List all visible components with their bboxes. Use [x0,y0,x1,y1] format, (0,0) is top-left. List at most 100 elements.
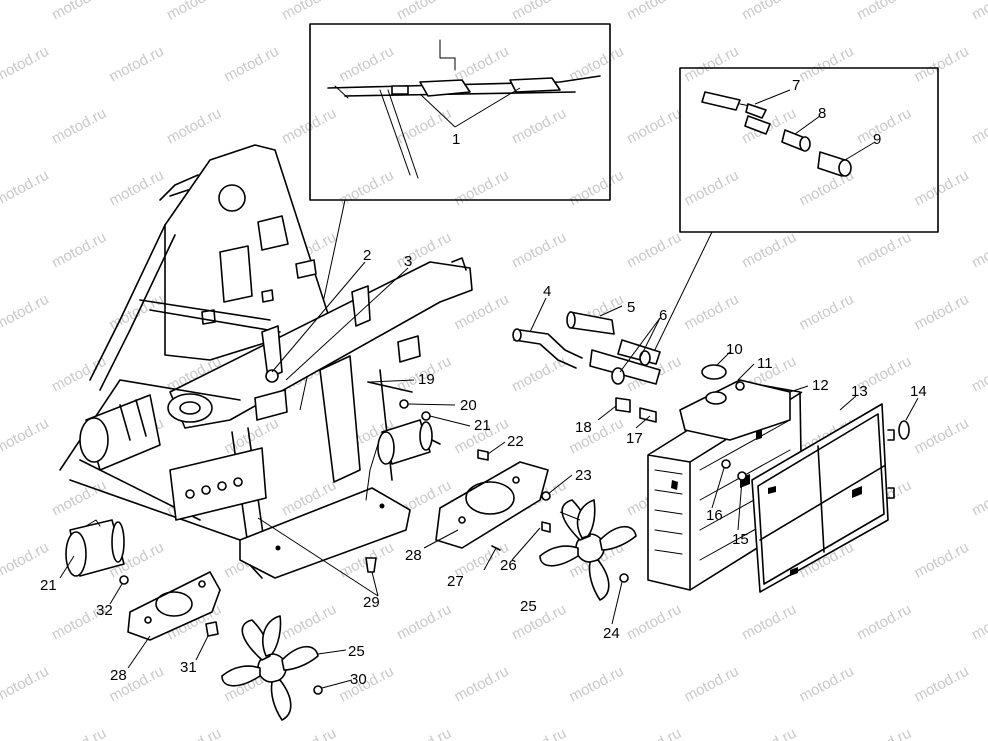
watermark-text: motod.ru [394,0,454,24]
fan-motor-upper [365,419,441,501]
watermark-text: motod.ru [49,105,109,148]
watermark-text: motod.ru [279,725,339,741]
watermark-text: motod.ru [739,725,799,741]
callout-17: 17 [626,430,643,447]
callout-25-right: 25 [520,598,537,615]
watermark-text: motod.ru [911,291,971,334]
callout-27: 27 [447,573,464,590]
callout-29: 29 [363,594,380,611]
watermark-text: motod.ru [796,291,856,334]
watermark-text: motod.ru [509,229,569,272]
callout-2: 2 [363,247,371,264]
watermark-text: motod.ru [336,167,396,210]
watermark-text: motod.ru [911,663,971,706]
watermark-text: motod.ru [911,539,971,582]
watermark-text: motod.ru [164,725,224,741]
watermark-text: motod.ru [106,291,166,334]
watermark-text: motod.ru [106,43,166,86]
watermark-text: motod.ru [394,601,454,644]
watermark-text: motod.ru [509,725,569,741]
watermark-text: motod.ru [624,601,684,644]
watermark-text: motod.ru [969,477,988,520]
callout-28-lower: 28 [110,667,127,684]
watermark-text: motod.ru [969,0,988,24]
watermark-text: motod.ru [911,43,971,86]
watermark-text: motod.ru [681,663,741,706]
watermark-text: motod.ru [566,663,626,706]
coolant-hoses [512,311,661,423]
fan-motor-lower [65,519,125,577]
watermark-text: motod.ru [394,105,454,148]
callout-19: 19 [418,371,435,388]
watermark-text: motod.ru [969,725,988,741]
watermark-text: motod.ru [969,105,988,148]
callout-5: 5 [627,299,635,316]
callout-20: 20 [460,397,477,414]
callout-11: 11 [757,355,773,372]
inset-top-right [679,67,939,233]
watermark-text: motod.ru [796,43,856,86]
inset-pointer-right [649,231,713,361]
callout-28-upper: 28 [405,547,422,564]
callout-23: 23 [575,467,592,484]
watermark-text: motod.ru [451,167,511,210]
watermark-text: motod.ru [0,167,52,210]
fan-shroud-upper [435,461,549,549]
callout-4: 4 [543,283,551,300]
callout-25-left: 25 [348,643,365,660]
watermark-text: motod.ru [509,353,569,396]
watermark-text: motod.ru [451,291,511,334]
watermark-text: motod.ru [854,725,914,741]
hardware-small [119,381,629,695]
watermark-text: motod.ru [106,167,166,210]
callout-13: 13 [851,383,868,400]
watermark-text: motod.ru [854,0,914,24]
watermark-text: motod.ru [164,105,224,148]
callout-26: 26 [500,557,517,574]
radiator-screen [751,403,910,593]
watermark-text: motod.ru [624,725,684,741]
watermark-text: motod.ru [394,725,454,741]
watermark-text: motod.ru [49,725,109,741]
callout-30: 30 [350,671,367,688]
watermark-text: motod.ru [911,415,971,458]
watermark-text: motod.ru [509,105,569,148]
watermark-text: motod.ru [451,43,511,86]
watermark-text: motod.ru [854,105,914,148]
watermark-text: motod.ru [969,229,988,272]
watermark-text: motod.ru [681,167,741,210]
watermark-text: motod.ru [0,291,52,334]
watermark-text: motod.ru [681,43,741,86]
callout-21-upper: 21 [474,417,491,434]
watermark-text: motod.ru [509,0,569,24]
inset-top-center [309,23,611,201]
watermark-text: motod.ru [49,0,109,24]
callout-7: 7 [792,77,800,94]
watermark-text: motod.ru [854,229,914,272]
watermark-text: motod.ru [451,663,511,706]
callout-9: 9 [873,131,881,148]
watermark-text: motod.ru [0,415,52,458]
watermark-text: motod.ru [624,0,684,24]
callout-12: 12 [812,377,829,394]
watermark-text: motod.ru [624,105,684,148]
watermark-text: motod.ru [624,229,684,272]
leader-lines [59,87,919,689]
watermark-text: motod.ru [911,167,971,210]
callout-18: 18 [575,419,592,436]
callout-24: 24 [603,625,620,642]
watermark-text: motod.ru [279,105,339,148]
watermark-text: motod.ru [0,539,52,582]
fan-blade-right [539,499,637,601]
watermark-text: motod.ru [739,601,799,644]
watermark-text: motod.ru [279,601,339,644]
watermark-text: motod.ru [739,229,799,272]
watermark-text: motod.ru [279,0,339,24]
callout-10: 10 [726,341,743,358]
callout-labels: 1 2 3 4 5 6 7 8 9 10 11 12 13 14 15 16 1… [40,77,927,688]
watermark-text: motod.ru [49,229,109,272]
watermark-text: motod.ru [566,167,626,210]
watermark-text: motod.ru [969,601,988,644]
